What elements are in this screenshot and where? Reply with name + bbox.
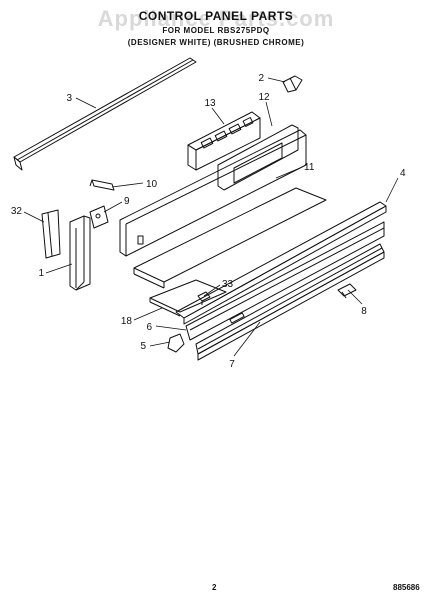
part-1-side-bracket bbox=[69, 215, 91, 291]
callout-7: 7 bbox=[229, 359, 235, 370]
leader-13 bbox=[211, 107, 225, 125]
callout-4: 4 bbox=[400, 168, 406, 179]
leader-32 bbox=[23, 211, 45, 223]
panel-housing bbox=[119, 129, 307, 257]
leader-18 bbox=[133, 307, 163, 321]
leader-9 bbox=[103, 201, 123, 213]
callout-12: 12 bbox=[258, 92, 270, 103]
part-18-lower-plate bbox=[149, 279, 227, 317]
part-5-end-cap bbox=[167, 333, 185, 353]
part-8-clip bbox=[337, 283, 357, 299]
callout-10: 10 bbox=[146, 179, 158, 190]
leader-5 bbox=[149, 341, 171, 347]
part-33-small-fitting bbox=[197, 291, 211, 305]
callout-3: 3 bbox=[66, 93, 72, 104]
leader-4 bbox=[385, 177, 399, 203]
site-watermark: Appliance Parts.com bbox=[97, 6, 335, 31]
callout-32: 32 bbox=[11, 206, 23, 217]
diagram-code: 885686 bbox=[393, 583, 420, 592]
part-4-top-rail bbox=[175, 201, 387, 325]
part-13-control-board bbox=[187, 111, 261, 171]
callout-2: 2 bbox=[258, 73, 264, 84]
callout-11: 11 bbox=[304, 162, 315, 173]
leader-8 bbox=[347, 289, 363, 305]
leader-3 bbox=[75, 97, 97, 109]
callout-5: 5 bbox=[140, 341, 146, 352]
part-6-rail-channel bbox=[185, 221, 385, 341]
part-12-panel-frame bbox=[217, 124, 299, 191]
leader-1 bbox=[45, 263, 73, 274]
model-line: FOR MODEL RBS275PDQ bbox=[162, 26, 270, 35]
page-number: 2 bbox=[212, 583, 217, 592]
leader-10 bbox=[111, 182, 144, 188]
callout-1: 1 bbox=[38, 268, 44, 279]
callout-8: 8 bbox=[361, 306, 367, 317]
part-9-mount-plate bbox=[89, 205, 109, 229]
part-10-bracket bbox=[89, 179, 115, 191]
diagram-title: CONTROL PANEL PARTS bbox=[138, 9, 294, 23]
part-7-lower-rail bbox=[195, 243, 385, 361]
leader-12 bbox=[265, 101, 273, 127]
part-11-bottom-plate bbox=[133, 187, 327, 289]
callout-33: 33 bbox=[222, 279, 234, 290]
finish-line: (DESIGNER WHITE) (BRUSHED CHROME) bbox=[127, 38, 305, 47]
leader-7 bbox=[233, 321, 261, 357]
part-32-end-panel bbox=[41, 209, 61, 259]
callout-6: 6 bbox=[146, 322, 152, 333]
leader-6 bbox=[155, 325, 187, 331]
callout-13: 13 bbox=[204, 98, 216, 109]
part-2-clip bbox=[282, 75, 303, 93]
leader-2 bbox=[267, 77, 286, 83]
leader-11 bbox=[275, 167, 301, 179]
leader-33 bbox=[203, 284, 221, 297]
callout-9: 9 bbox=[124, 196, 130, 207]
part-3-trim-strip bbox=[13, 57, 197, 171]
callout-18: 18 bbox=[121, 316, 133, 327]
